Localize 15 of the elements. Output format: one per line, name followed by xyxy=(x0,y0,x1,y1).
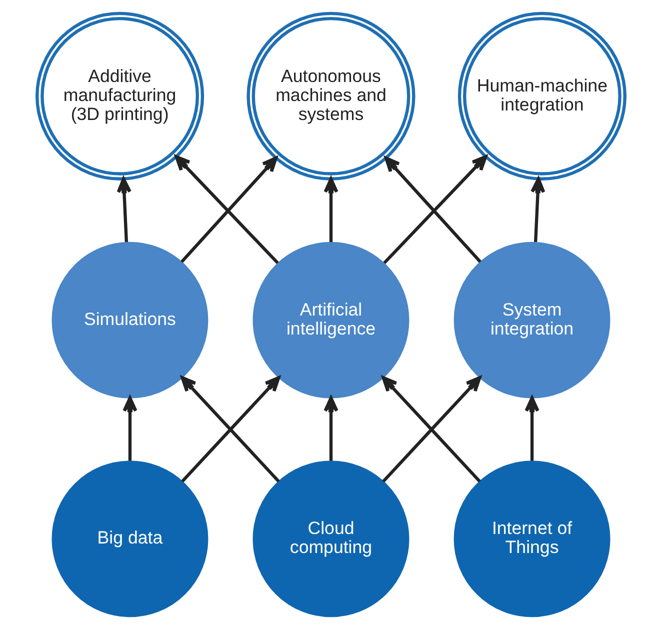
arrow xyxy=(122,396,138,461)
node-circle: System integration xyxy=(454,242,610,398)
arrow xyxy=(324,177,338,242)
node-circle: Additive manufacturing (3D printing) xyxy=(36,12,204,180)
node-circle: Autonomous machines and systems xyxy=(246,12,416,180)
arrow xyxy=(324,396,338,461)
node-circle: Big data xyxy=(52,460,208,618)
node-circle: Human-machine integration xyxy=(458,12,626,180)
arrow xyxy=(524,396,540,461)
node-circle: Artificial intelligence xyxy=(252,242,410,398)
arrow xyxy=(116,177,132,242)
arrow xyxy=(530,177,546,242)
node-circle: Simulations xyxy=(52,242,208,398)
node-circle: Cloud computing xyxy=(252,460,410,618)
node-circle: Internet of Things xyxy=(454,460,610,618)
